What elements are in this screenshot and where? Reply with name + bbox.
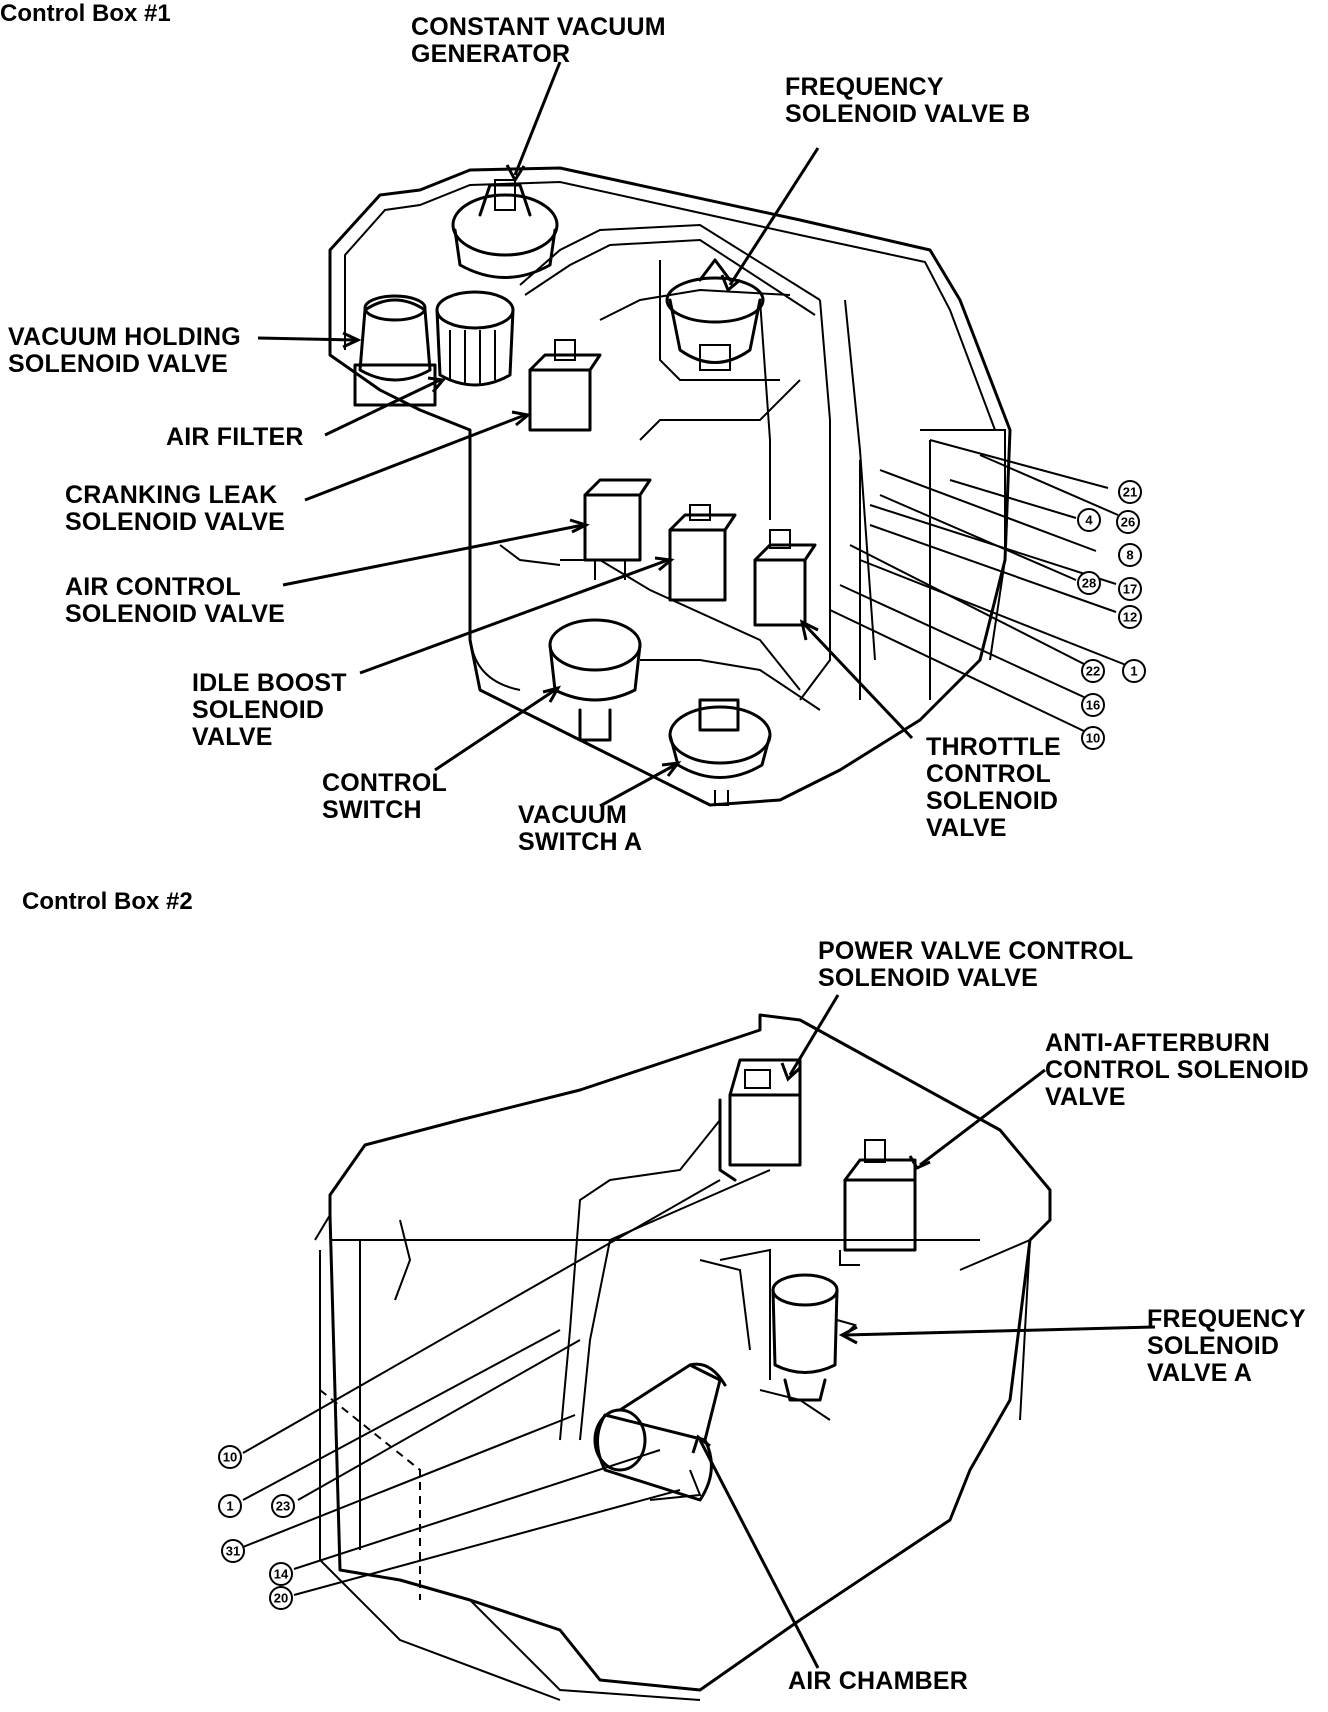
port-number-17: 17 [1118,577,1142,601]
label-cranking-leak-solenoid-valve: CRANKING LEAK SOLENOID VALVE [65,481,285,536]
idle-boost-solenoid-valve-part [668,504,737,602]
port-number-1: 1 [1122,659,1146,683]
svg-text:10: 10 [223,1450,237,1465]
svg-text:17: 17 [1123,582,1137,597]
label-control-switch: CONTROL SWITCH [322,769,447,824]
air-chamber-part [593,1362,727,1502]
port-number-10-box2: 10 [218,1445,242,1469]
port-number-21: 21 [1118,480,1142,504]
svg-text:16: 16 [1086,698,1100,713]
label-idle-boost-solenoid-valve: IDLE BOOST SOLENOID VALVE [192,669,347,751]
control-box-1-port-wires [829,439,1127,733]
control-box-2-title: Control Box #2 [22,888,193,915]
svg-text:4: 4 [1085,513,1093,528]
port-number-12: 12 [1118,605,1142,629]
svg-text:1: 1 [1130,664,1137,679]
port-number-26: 26 [1116,510,1140,534]
control-box-2-housing [314,1013,1052,1701]
control-box-2-port-wires [242,1179,721,1596]
port-number-4: 4 [1077,508,1101,532]
port-number-16: 16 [1081,693,1105,717]
label-air-control-solenoid-valve: AIR CONTROL SOLENOID VALVE [65,573,285,628]
label-anti-afterburn-control-solenoid-valve: ANTI-AFTERBURN CONTROL SOLENOID VALVE [1045,1029,1309,1111]
vacuum-switch-a-part [668,698,772,806]
svg-text:28: 28 [1082,576,1096,591]
control-box-1-hoses [499,223,876,711]
label-power-valve-control-solenoid-valve: POWER VALVE CONTROL SOLENOID VALVE [818,937,1134,992]
port-number-8: 8 [1118,543,1142,567]
port-number-23-box2: 23 [271,1494,295,1518]
control-box-1-leader-lines [257,61,914,808]
svg-text:21: 21 [1123,485,1137,500]
svg-text:31: 31 [226,1544,240,1559]
throttle-control-solenoid-valve-part [753,529,817,627]
label-frequency-solenoid-valve-b: FREQUENCY SOLENOID VALVE B [785,73,1031,128]
vacuum-holding-solenoid-valve-part [353,294,437,407]
svg-text:22: 22 [1086,664,1100,679]
anti-afterburn-control-solenoid-valve-part [839,1139,917,1266]
air-control-solenoid-valve-part [583,478,652,580]
port-number-1-box2: 1 [218,1494,242,1518]
label-air-filter: AIR FILTER [166,423,304,451]
label-frequency-solenoid-valve-a: FREQUENCY SOLENOID VALVE A [1147,1305,1306,1387]
svg-text:23: 23 [276,1499,290,1514]
frequency-solenoid-valve-b-part [665,258,765,371]
svg-text:8: 8 [1126,548,1133,563]
port-number-22: 22 [1081,659,1105,683]
cranking-leak-solenoid-valve-part [528,339,602,432]
port-number-10: 10 [1081,726,1105,750]
port-number-20-box2: 20 [269,1586,293,1610]
control-box-2-leader-lines [691,994,1156,1669]
air-filter-part [435,290,515,387]
power-valve-control-solenoid-valve-part [718,1058,802,1182]
label-constant-vacuum-generator: CONSTANT VACUUM GENERATOR [411,13,666,68]
svg-text:20: 20 [274,1591,288,1606]
svg-text:14: 14 [274,1567,289,1582]
port-number-28: 28 [1077,571,1101,595]
svg-text:1: 1 [226,1499,233,1514]
port-number-14-box2: 14 [269,1562,293,1586]
label-vacuum-holding-solenoid-valve: VACUUM HOLDING SOLENOID VALVE [8,323,241,378]
label-vacuum-switch-a: VACUUM SWITCH A [518,801,643,856]
svg-text:26: 26 [1121,515,1135,530]
label-throttle-control-solenoid-valve: THROTTLE CONTROL SOLENOID VALVE [926,733,1061,842]
label-air-chamber: AIR CHAMBER [788,1667,968,1695]
control-box-1-title: Control Box #1 [0,0,171,27]
constant-vacuum-generator-part [451,179,559,279]
port-number-31-box2: 31 [221,1539,245,1563]
svg-text:10: 10 [1086,731,1100,746]
svg-text:12: 12 [1123,610,1137,625]
